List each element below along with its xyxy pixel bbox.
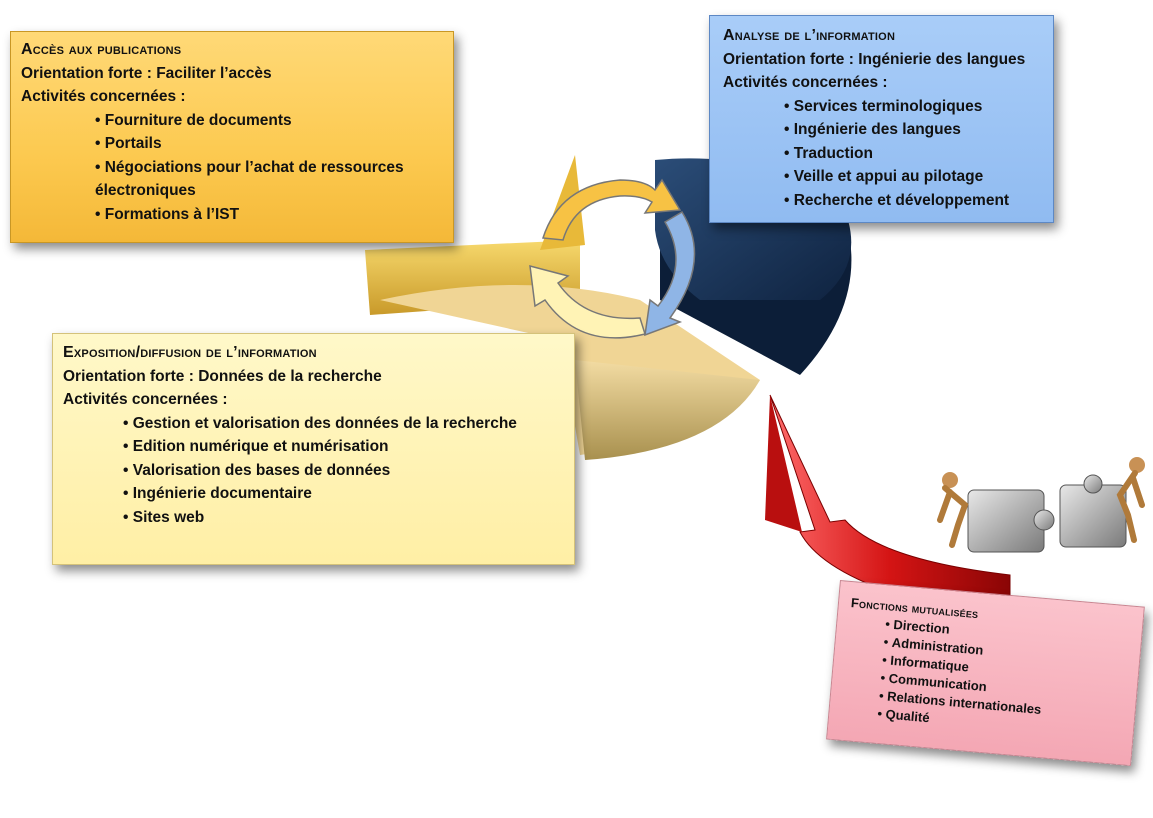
list-item: Gestion et valorisation des données de l… xyxy=(123,412,564,436)
box-orientation: Orientation forte : Faciliter l’accès xyxy=(21,64,272,82)
box-fonctions-mutualisees: Fonctions mutualisées Direction Administ… xyxy=(826,580,1145,767)
list-item: Veille et appui au pilotage xyxy=(784,165,1040,189)
box-orientation: Orientation forte : Ingénierie des langu… xyxy=(723,50,1026,68)
list-item: Ingénierie des langues xyxy=(784,118,1040,142)
box-activites-label: Activités concernées : xyxy=(63,391,228,408)
box-activites-label: Activités concernées : xyxy=(723,74,888,91)
box-title: Exposition/diffusion de l’information xyxy=(63,344,317,361)
list-item: Négociations pour l’achat de ressources … xyxy=(95,156,443,203)
box-title: Accès aux publications xyxy=(21,41,182,58)
puzzle-figures-icon xyxy=(937,457,1145,553)
box-function-list: Direction Administration Informatique Co… xyxy=(841,612,1129,744)
box-orientation: Orientation forte : Données de la recher… xyxy=(63,367,382,385)
box-activity-list: Services terminologiques Ingénierie des … xyxy=(723,95,1040,213)
list-item: Fourniture de documents xyxy=(95,109,443,133)
list-item: Formations à l’IST xyxy=(95,203,443,227)
box-activity-list: Fourniture de documents Portails Négocia… xyxy=(21,109,443,227)
list-item: Traduction xyxy=(784,142,1040,166)
list-item: Recherche et développement xyxy=(784,189,1040,213)
list-item: Edition numérique et numérisation xyxy=(123,435,564,459)
list-item: Portails xyxy=(95,132,443,156)
list-item: Ingénierie documentaire xyxy=(123,482,564,506)
box-exposition-diffusion: Exposition/diffusion de l’information Or… xyxy=(52,333,575,565)
box-activity-list: Gestion et valorisation des données de l… xyxy=(63,412,564,530)
list-item: Services terminologiques xyxy=(784,95,1040,119)
box-title: Analyse de l’information xyxy=(723,27,896,44)
box-analyse-information: Analyse de l’information Orientation for… xyxy=(709,15,1054,223)
box-acces-publications: Accès aux publications Orientation forte… xyxy=(10,31,454,243)
list-item: Valorisation des bases de données xyxy=(123,459,564,483)
cycle-arrows-icon xyxy=(529,178,696,339)
box-activites-label: Activités concernées : xyxy=(21,88,186,105)
list-item: Sites web xyxy=(123,506,564,530)
